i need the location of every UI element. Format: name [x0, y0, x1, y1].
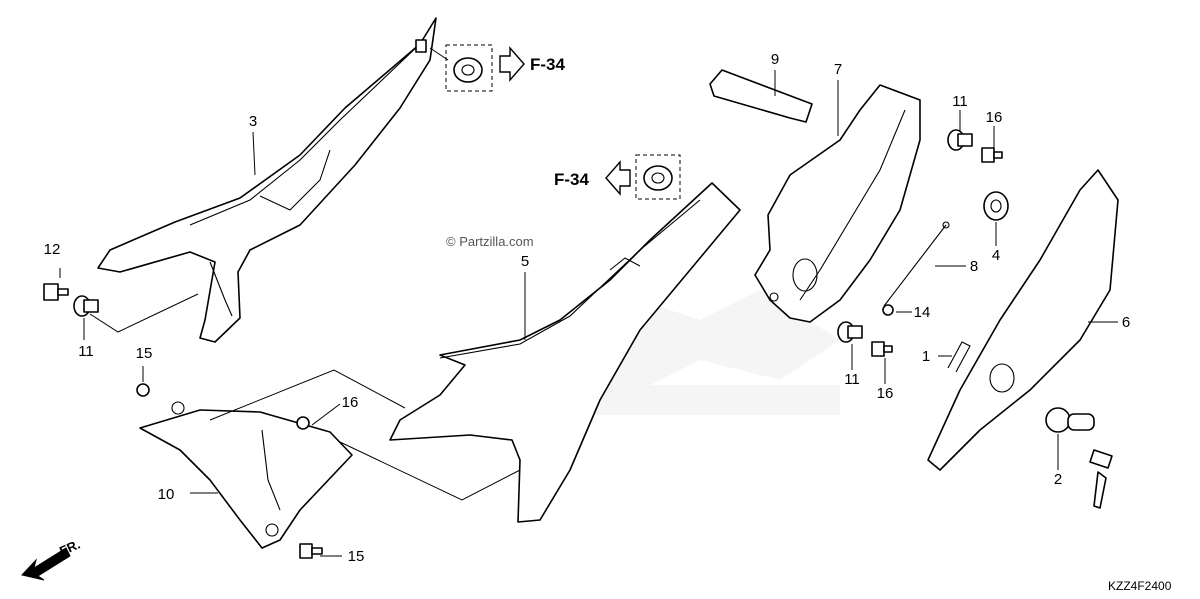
part-13-bolt-top[interactable] [415, 39, 427, 53]
part-16-bolt-lower[interactable] [871, 341, 893, 357]
part-5-main-side-cover[interactable] [389, 182, 741, 523]
part-15-screw-left[interactable] [136, 383, 150, 397]
ref-f34-mid[interactable]: F-34 [554, 170, 590, 189]
arrow-f34-mid[interactable] [605, 160, 631, 196]
callout-15-left: 15 [136, 345, 153, 362]
ref-f34-top[interactable]: F-34 [530, 55, 566, 74]
callout-9: 9 [771, 51, 779, 68]
part-2-key-set[interactable] [1045, 407, 1113, 509]
callout-1: 1 [922, 348, 930, 365]
part-8-rod[interactable] [883, 221, 950, 307]
part-12-bolt[interactable] [43, 283, 69, 301]
callout-4: 4 [992, 247, 1000, 264]
part-11-collar-lower[interactable] [837, 321, 863, 343]
callout-10: 10 [158, 486, 175, 503]
callout-14: 14 [914, 304, 931, 321]
part-3-side-cover-upper[interactable] [97, 17, 437, 343]
callout-12: 12 [44, 241, 61, 258]
part-1-clip[interactable] [947, 341, 971, 373]
arrow-f34-top[interactable] [499, 46, 525, 82]
part-13-bolt[interactable] [299, 543, 323, 559]
part-16-bolt-upper[interactable] [981, 147, 1003, 163]
watermark: © Partzilla.com [446, 234, 534, 249]
callout-16-lower: 16 [877, 385, 894, 402]
callout-3: 3 [249, 113, 257, 130]
callouts: 12 11 3 15 16 10 15 5 9 7 11 16 4 8 14 6… [44, 51, 1131, 565]
part-4-grommet-top[interactable] [445, 44, 493, 92]
part-4-grommet-mid[interactable] [635, 154, 681, 200]
front-direction-arrow: FR. [21, 537, 82, 581]
part-4-grommet-right[interactable] [983, 191, 1009, 221]
callout-11-lower: 11 [844, 371, 860, 388]
leader-lines [59, 47, 1118, 557]
callout-7: 7 [834, 61, 842, 78]
part-11-collar-upper-right[interactable] [947, 129, 973, 151]
part-6-outer-side-cover[interactable] [927, 169, 1119, 471]
hardware-bolts[interactable] [43, 39, 1009, 559]
part-9-strap[interactable] [709, 69, 813, 123]
front-label: FR. [57, 537, 82, 559]
callout-11-left: 11 [78, 343, 94, 360]
diagram-code: KZZ4F2400 [1108, 579, 1172, 593]
callout-16-upper: 16 [986, 109, 1003, 126]
callout-2: 2 [1054, 471, 1062, 488]
callout-15-mid: 16 [342, 394, 359, 411]
callout-13: 15 [348, 548, 365, 565]
part-11-collar-left[interactable] [73, 295, 99, 317]
callout-11-upper: 11 [952, 93, 968, 110]
part-10-lower-side-cover[interactable] [139, 401, 353, 549]
callout-6: 6 [1122, 314, 1130, 331]
callout-5: 5 [521, 253, 529, 270]
part-7-inner-cover[interactable] [754, 84, 921, 323]
part-15-screw-mid[interactable] [296, 416, 310, 430]
callout-8: 8 [970, 258, 978, 275]
part-14-nut[interactable] [882, 304, 894, 316]
